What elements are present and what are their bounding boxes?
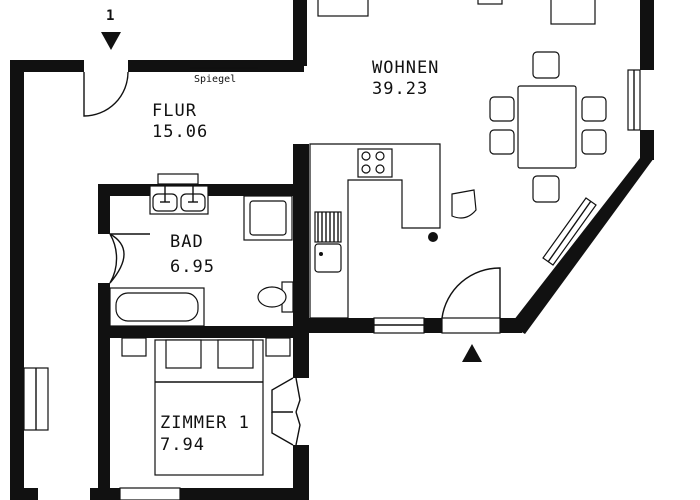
bathroom-fixtures (109, 173, 294, 327)
room-area-bad: 6.95 (170, 257, 215, 277)
windows (23, 69, 641, 500)
entry-marker-bottom (462, 344, 482, 362)
kitchen-sink-icon (314, 243, 342, 273)
living-door (441, 267, 501, 319)
lamp-dot (428, 232, 438, 242)
kitchen-counter (309, 143, 441, 319)
chair-icon (451, 189, 477, 219)
room-area-zimmer: 7.94 (160, 435, 205, 455)
living-furniture (317, 0, 607, 203)
room-furniture (121, 337, 291, 476)
toilet-icon (257, 281, 294, 313)
dining-table (517, 85, 577, 169)
mirror-label: Spiegel (194, 74, 236, 85)
room-name-wohnen: WOHNEN (372, 58, 439, 78)
walls (10, 0, 654, 500)
marker-number: 1 (106, 8, 114, 24)
room-name-bad: BAD (170, 232, 204, 252)
room-area-wohnen: 39.23 (372, 79, 428, 99)
room-area-flur: 15.06 (152, 122, 208, 142)
bath-door (109, 233, 150, 284)
doors (83, 71, 501, 446)
room-name-flur: FLUR (152, 101, 197, 121)
drainboard-icon (314, 211, 342, 243)
entry-marker-top: 1 (101, 8, 121, 50)
room-name-zimmer: ZIMMER 1 (160, 413, 250, 433)
room-bifold-door (271, 377, 301, 446)
entrance-door (83, 71, 129, 117)
kitchen (309, 143, 477, 319)
